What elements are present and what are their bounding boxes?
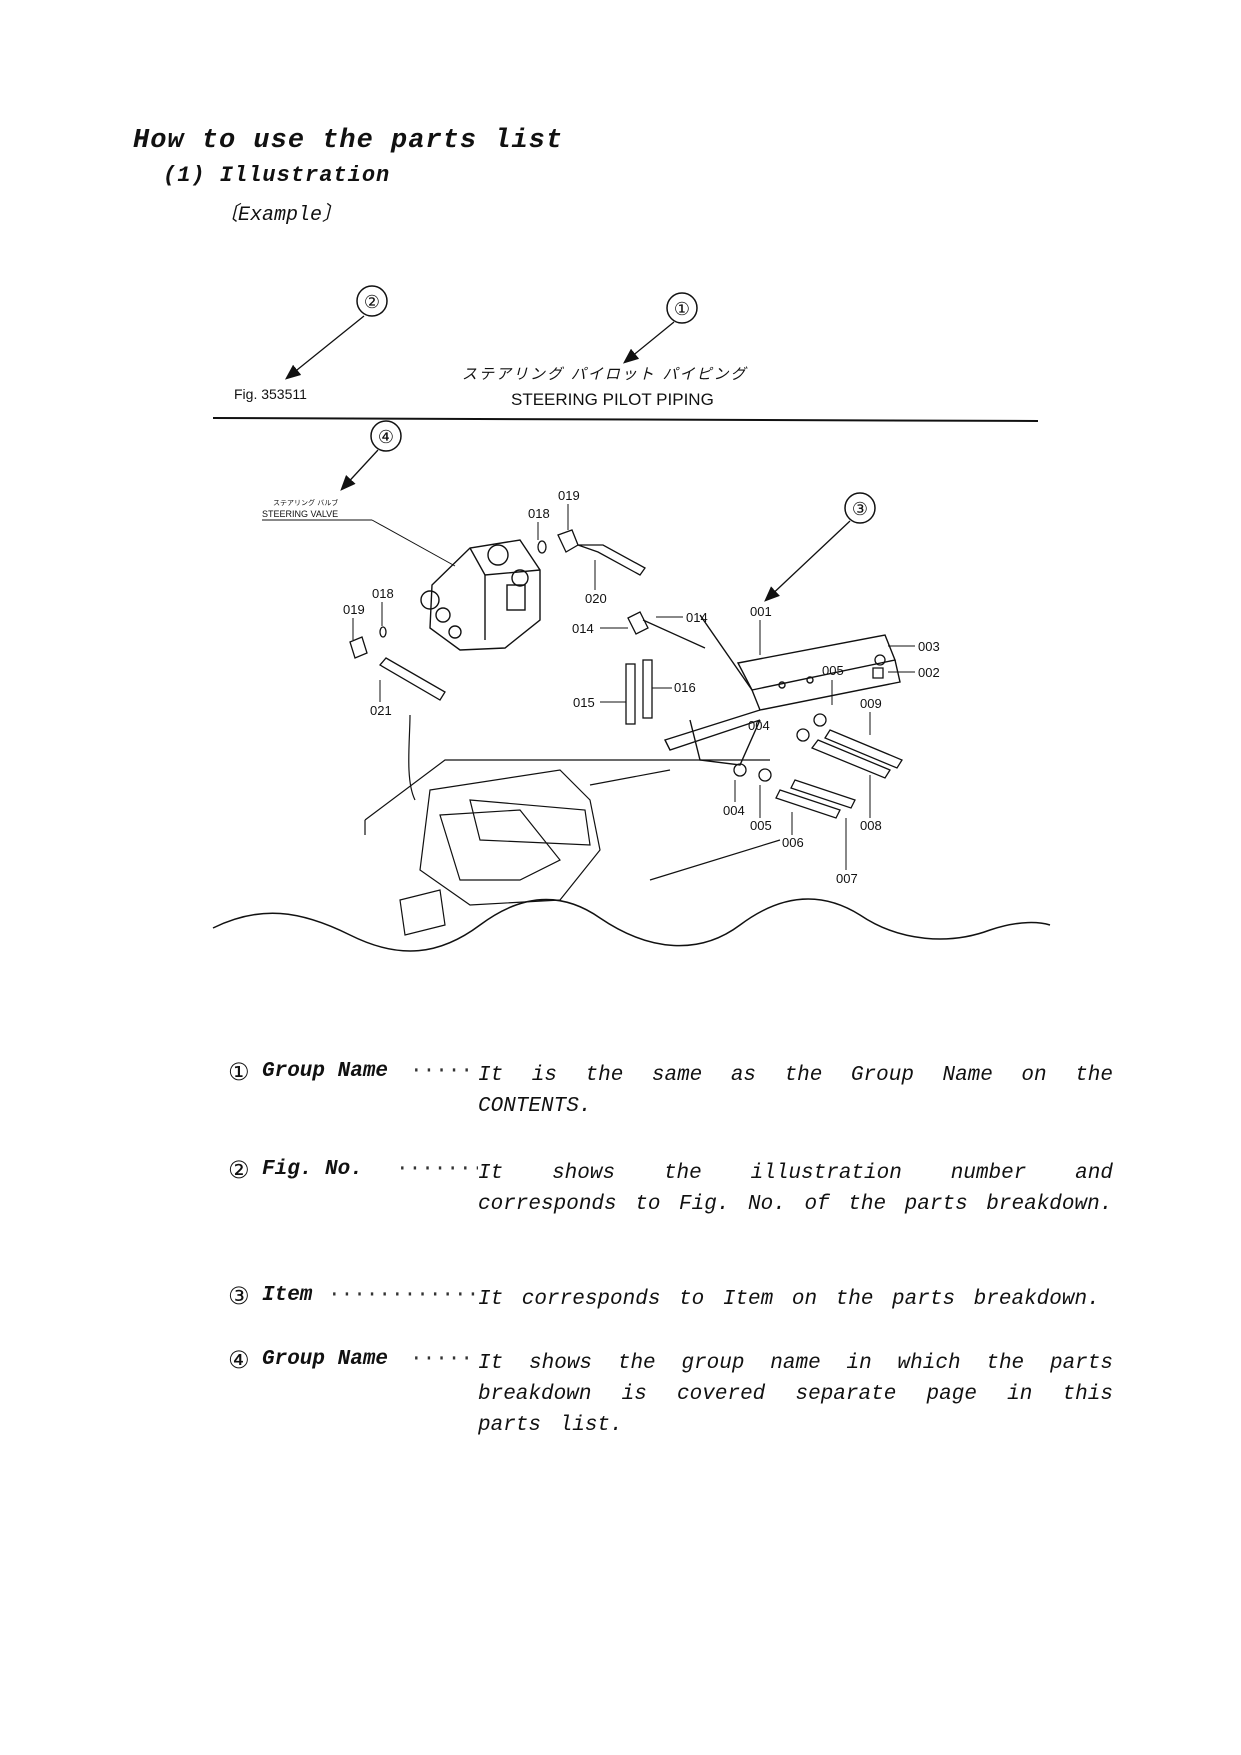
part-label-003: 003 [918, 639, 940, 654]
part-label-019b: 019 [343, 602, 365, 617]
legend-leader: ····················· [328, 1284, 478, 1307]
callout-2-arrow [284, 315, 365, 380]
callout-3-arrow [764, 520, 851, 602]
part-label-020: 020 [585, 591, 607, 606]
part-label-007: 007 [836, 871, 858, 886]
part-label-004b: 004 [723, 803, 745, 818]
sub-group-en: STEERING VALVE [262, 509, 338, 519]
part-label-014a: 014 [572, 621, 594, 636]
svg-text:①: ① [674, 299, 690, 319]
part-label-018b: 018 [372, 586, 394, 601]
callout-4: ④ [370, 420, 402, 452]
callout-1: ① [666, 292, 698, 324]
page-title: How to use the parts list [133, 126, 564, 156]
svg-text:④: ④ [378, 427, 394, 447]
part-label-009: 009 [860, 696, 882, 711]
legend-description: It is the same as the Group Name on the … [478, 1064, 1113, 1118]
svg-text:③: ③ [852, 499, 868, 519]
callout-3: ③ [844, 492, 876, 524]
legend-description: It shows the illustration number and cor… [478, 1162, 1113, 1216]
cut-wave-line [212, 898, 1051, 952]
section-title: (1) Illustration [163, 163, 391, 188]
fittings-upper-drawing [349, 529, 706, 701]
part-label-016: 016 [674, 680, 696, 695]
callout-1-arrow [622, 321, 675, 364]
part-label-015: 015 [573, 695, 595, 710]
part-labels: 001 002 003 004 004 005 005 006 007 008 … [343, 488, 940, 886]
legend-term: Group Name [262, 1348, 389, 1371]
legend-leader: ··········· [396, 1158, 478, 1181]
part-label-001: 001 [750, 604, 772, 619]
legend-description: It corresponds to Item on the parts brea… [478, 1288, 1100, 1311]
part-label-014b: 014 [686, 610, 708, 625]
part-label-005b: 005 [750, 818, 772, 833]
legend-term: Group Name [262, 1060, 389, 1083]
legend-term: Item [262, 1284, 313, 1307]
legend-marker: ④ [228, 1346, 250, 1374]
parts-illustration: ② ① ④ ③ Fig. 353511 ステアリング パイロット パイピング S… [212, 285, 1051, 952]
group-name-jp: ステアリング パイロット パイピング [462, 365, 749, 383]
legend-marker: ① [228, 1058, 250, 1086]
legend-description: It shows the group name in which the par… [478, 1352, 1113, 1437]
fig-number: Fig. 353511 [234, 386, 307, 402]
legend-leader: ········· [410, 1348, 478, 1371]
legend-marker: ③ [228, 1282, 250, 1310]
bracket-drawing [664, 614, 901, 766]
part-label-019a: 019 [558, 488, 580, 503]
machine-drawing [364, 714, 781, 936]
part-label-006: 006 [782, 835, 804, 850]
callout-4-arrow [340, 449, 379, 491]
legend-marker: ② [228, 1156, 250, 1184]
legend-term: Fig. No. [262, 1158, 363, 1181]
group-name-en: STEERING PILOT PIPING [511, 390, 714, 409]
figure-header-rule [212, 417, 1039, 422]
steering-valve-drawing [420, 539, 541, 651]
part-label-002: 002 [918, 665, 940, 680]
part-label-018a: 018 [528, 506, 550, 521]
part-label-021: 021 [370, 703, 392, 718]
sub-group-jp: ステアリング バルブ [273, 498, 338, 507]
legend-leader: ········· [410, 1060, 478, 1083]
part-label-004: 004 [748, 718, 770, 733]
example-label: 〔Example〕 [218, 204, 343, 227]
svg-text:②: ② [364, 292, 380, 312]
part-label-005: 005 [822, 663, 844, 678]
part-label-008: 008 [860, 818, 882, 833]
callout-2: ② [356, 285, 388, 317]
bolts-drawing [625, 654, 903, 819]
